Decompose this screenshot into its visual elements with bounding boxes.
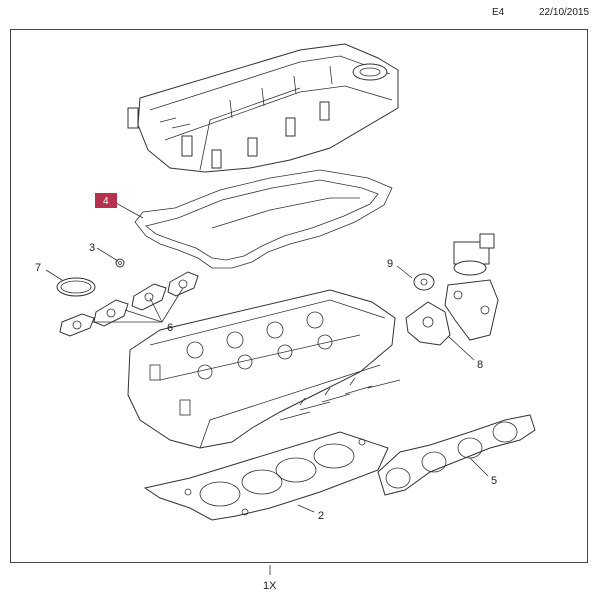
page-date: 22/10/2015 <box>539 7 590 18</box>
page-code: E4 <box>492 7 505 18</box>
quantity-label: 1X <box>263 580 277 592</box>
callout-4-highlight <box>95 193 117 208</box>
leader-lines <box>45 202 489 575</box>
callout-2[interactable]: 2 <box>318 510 324 522</box>
callout-9[interactable]: 9 <box>387 258 393 270</box>
cover-gasket-drawing <box>134 169 393 269</box>
valve-cover-drawing <box>127 43 399 173</box>
callout-3[interactable]: 3 <box>89 242 95 254</box>
egr-valve-drawing <box>413 233 499 341</box>
callout-8[interactable]: 8 <box>477 359 483 371</box>
exhaust-gasket-drawing <box>377 414 536 496</box>
o-ring-drawing <box>56 277 96 297</box>
callout-6[interactable]: 6 <box>167 322 173 334</box>
head-gasket-drawing <box>143 431 389 521</box>
egr-gasket-drawing <box>405 301 451 346</box>
cylinder-head-drawing <box>127 289 401 449</box>
diagram-frame <box>10 29 588 563</box>
callout-7[interactable]: 7 <box>35 262 41 274</box>
callout-4[interactable]: 4 <box>103 196 109 207</box>
callout-5[interactable]: 5 <box>491 475 497 487</box>
